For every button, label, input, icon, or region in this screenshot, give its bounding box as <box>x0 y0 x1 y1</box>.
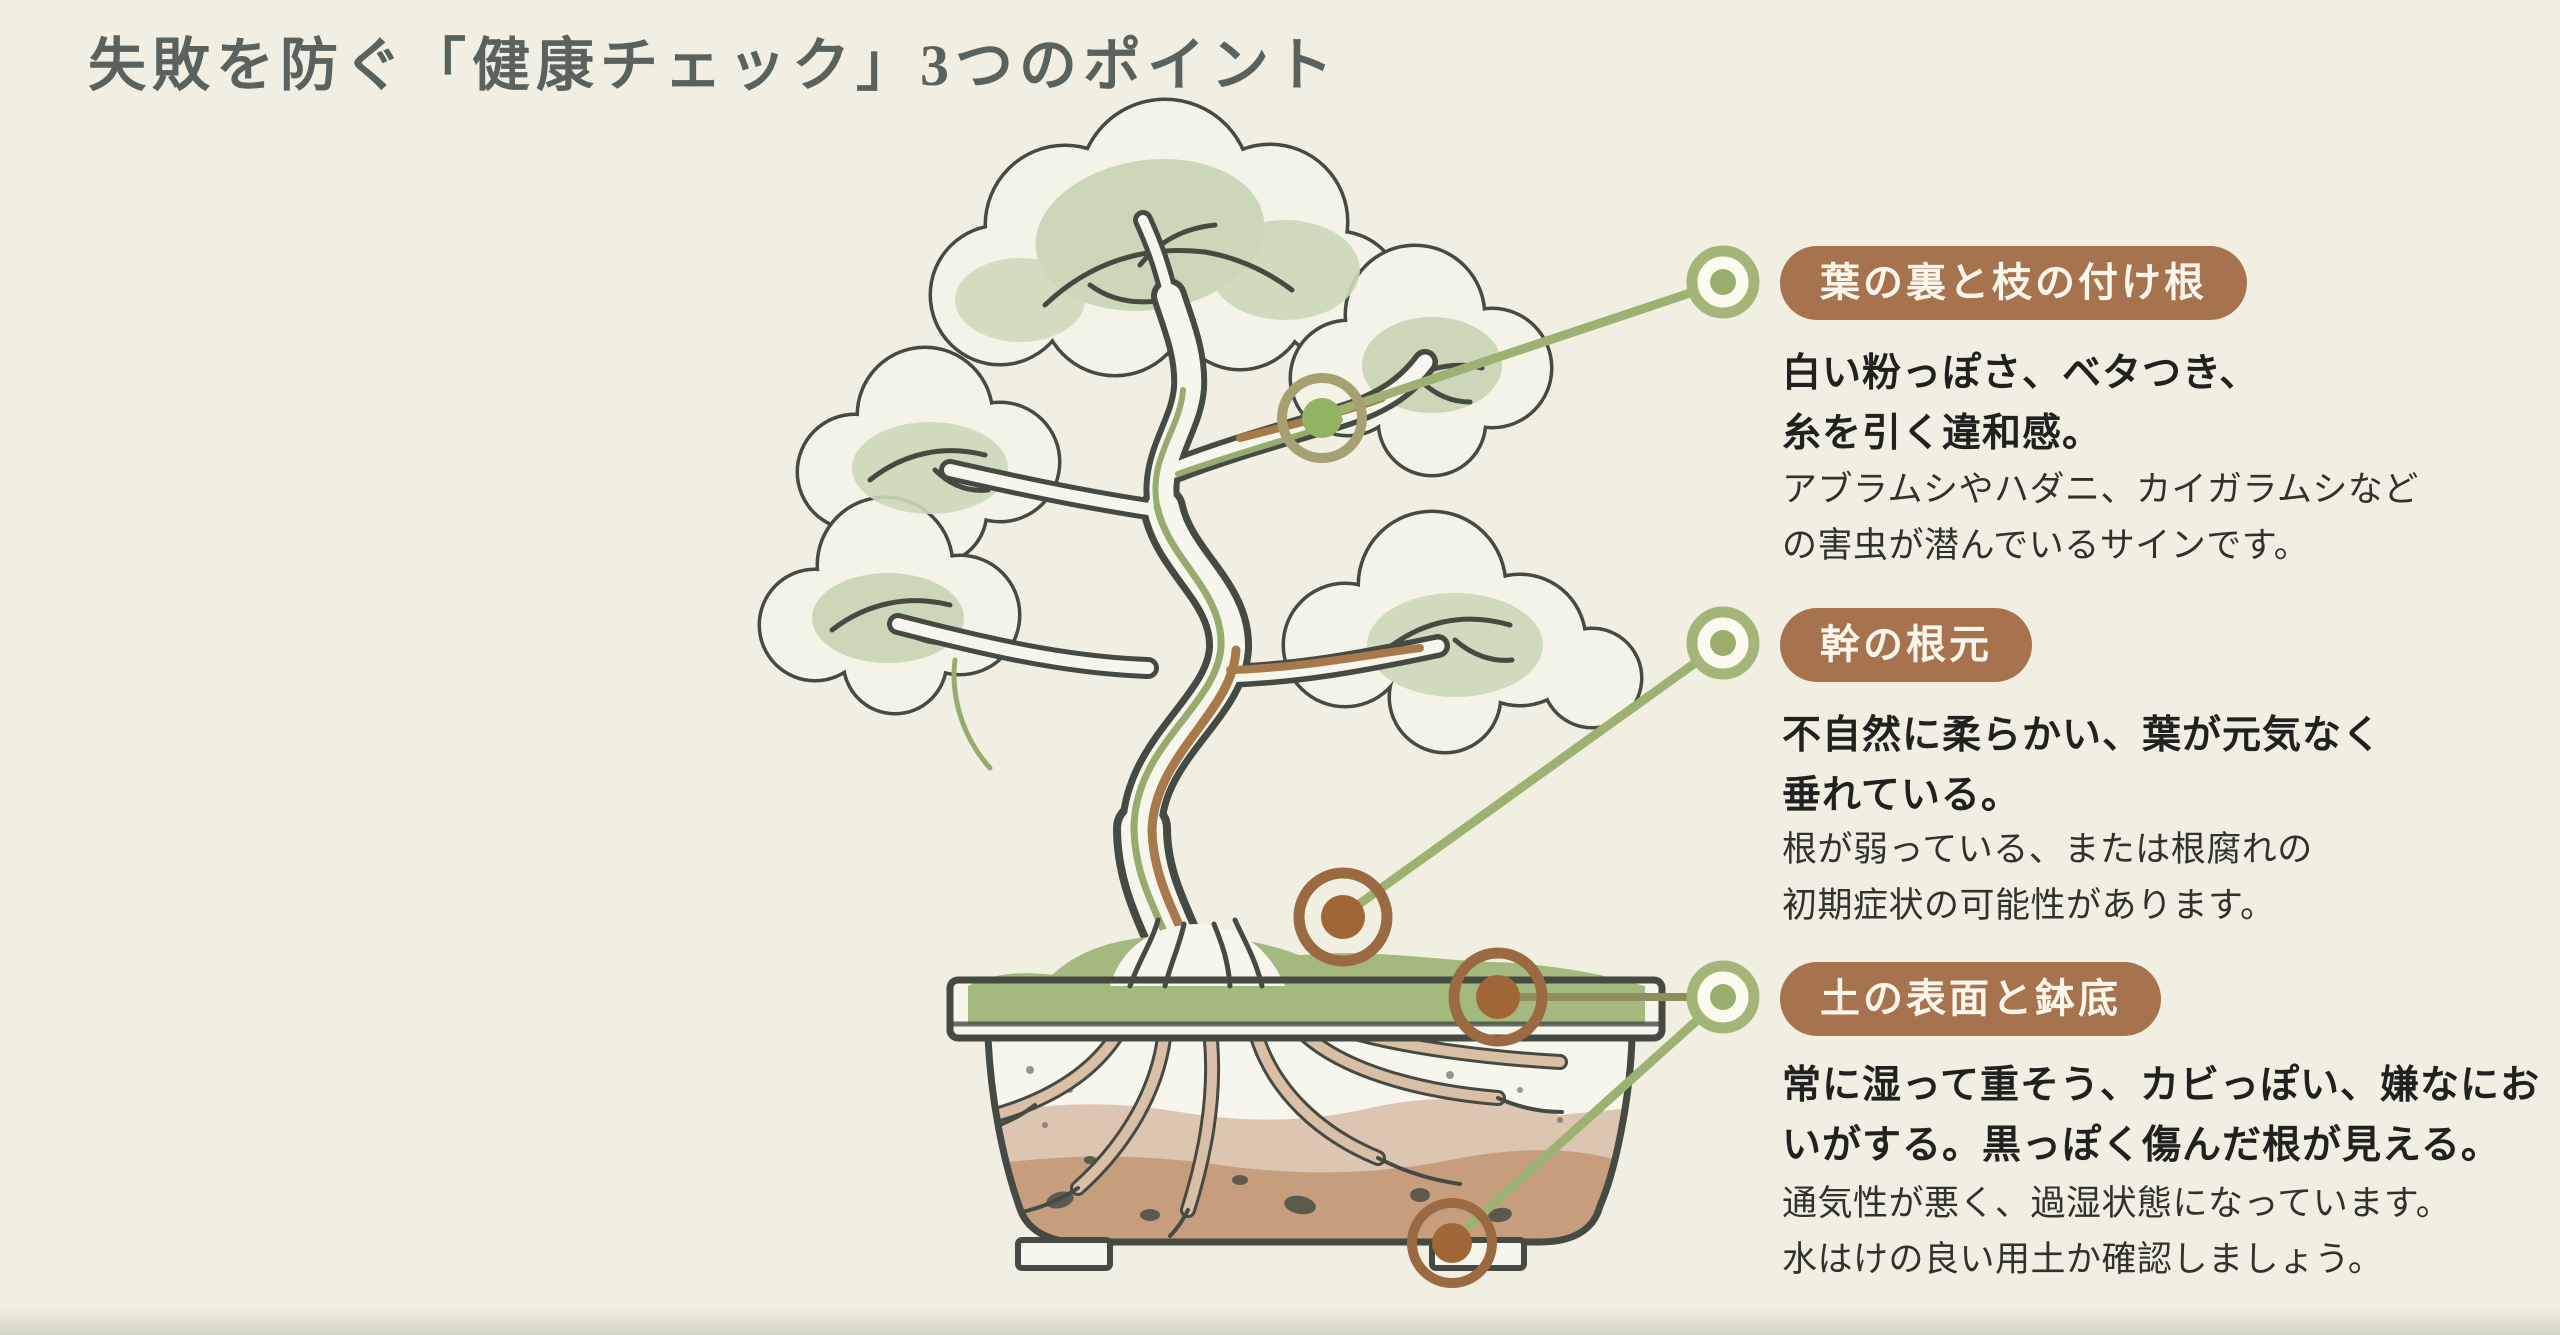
roots <box>988 1038 1568 1238</box>
headline-line: いがする。黒っぽく傷んだ根が見える。 <box>1782 1124 2501 1167</box>
trunk-base-flare <box>1110 917 1285 989</box>
description-line: の害虫が潜んでいるサインです。 <box>1782 526 2310 565</box>
leaf-branch-junction-marker <box>1277 373 1367 463</box>
bonsai-pot <box>946 917 1666 1271</box>
callout-connectors <box>1320 277 1728 1243</box>
description-line: 初期症状の可能性があります。 <box>1782 886 2276 925</box>
headline-line: 糸を引く違和感。 <box>1782 412 2103 455</box>
soil-surface-marker <box>1448 947 1548 1047</box>
callout-description-leaf-branch: アブラムシやハダニ、カイガラムシなど の害虫が潜んでいるサインです。 <box>1782 462 2419 574</box>
callout-label-leaf-branch: 葉の裏と枝の付け根 <box>1780 246 2247 320</box>
connector-pot-bottom <box>1450 992 1728 1243</box>
callout-headline-trunk-base: 不自然に柔らかい、葉が元気なく 垂れている。 <box>1782 706 2382 826</box>
connector-leaf-junction <box>1320 277 1728 420</box>
description-line: アブラムシやハダニ、カイガラムシなど <box>1782 470 2419 509</box>
headline-line: 白い粉っぽさ、ベタつき、 <box>1782 352 2260 395</box>
callout-label-trunk-base: 幹の根元 <box>1780 608 2032 682</box>
pot-bottom-marker <box>1407 1198 1497 1288</box>
description-line: 水はけの良い用土か確認しましょう。 <box>1782 1240 2384 1279</box>
bonsai-foliage <box>761 101 1640 751</box>
headline-line: 常に湿って重そう、カビっぽい、嫌なにお <box>1782 1064 2541 1107</box>
callout-headline-soil-pot: 常に湿って重そう、カビっぽい、嫌なにお いがする。黒っぽく傷んだ根が見える。 <box>1782 1056 2540 1176</box>
page-title: 失敗を防ぐ「健康チェック」3つのポイント <box>88 33 1340 98</box>
description-line: 根が弱っている、または根腐れの <box>1782 830 2313 869</box>
bonsai-trunk <box>887 210 1450 1041</box>
callout-bullet-rings <box>1686 245 1760 1034</box>
trunk-base-marker <box>1293 867 1393 967</box>
connector-trunk-base <box>1343 638 1728 917</box>
callout-description-trunk-base: 根が弱っている、または根腐れの 初期症状の可能性があります。 <box>1782 822 2313 934</box>
headline-line: 垂れている。 <box>1782 774 2021 817</box>
description-line: 通気性が悪く、過湿状態になっています。 <box>1782 1184 2452 1223</box>
callout-label-soil-pot: 土の表面と鉢底 <box>1780 962 2161 1036</box>
headline-line: 不自然に柔らかい、葉が元気なく <box>1782 714 2383 757</box>
health-check-markers <box>1277 245 1760 1288</box>
callout-headline-leaf-branch: 白い粉っぽさ、ベタつき、 糸を引く違和感。 <box>1782 344 2259 464</box>
callout-description-soil-pot: 通気性が悪く、過湿状態になっています。 水はけの良い用土か確認しましょう。 <box>1782 1176 2451 1288</box>
bottom-vignette <box>0 1309 2560 1335</box>
